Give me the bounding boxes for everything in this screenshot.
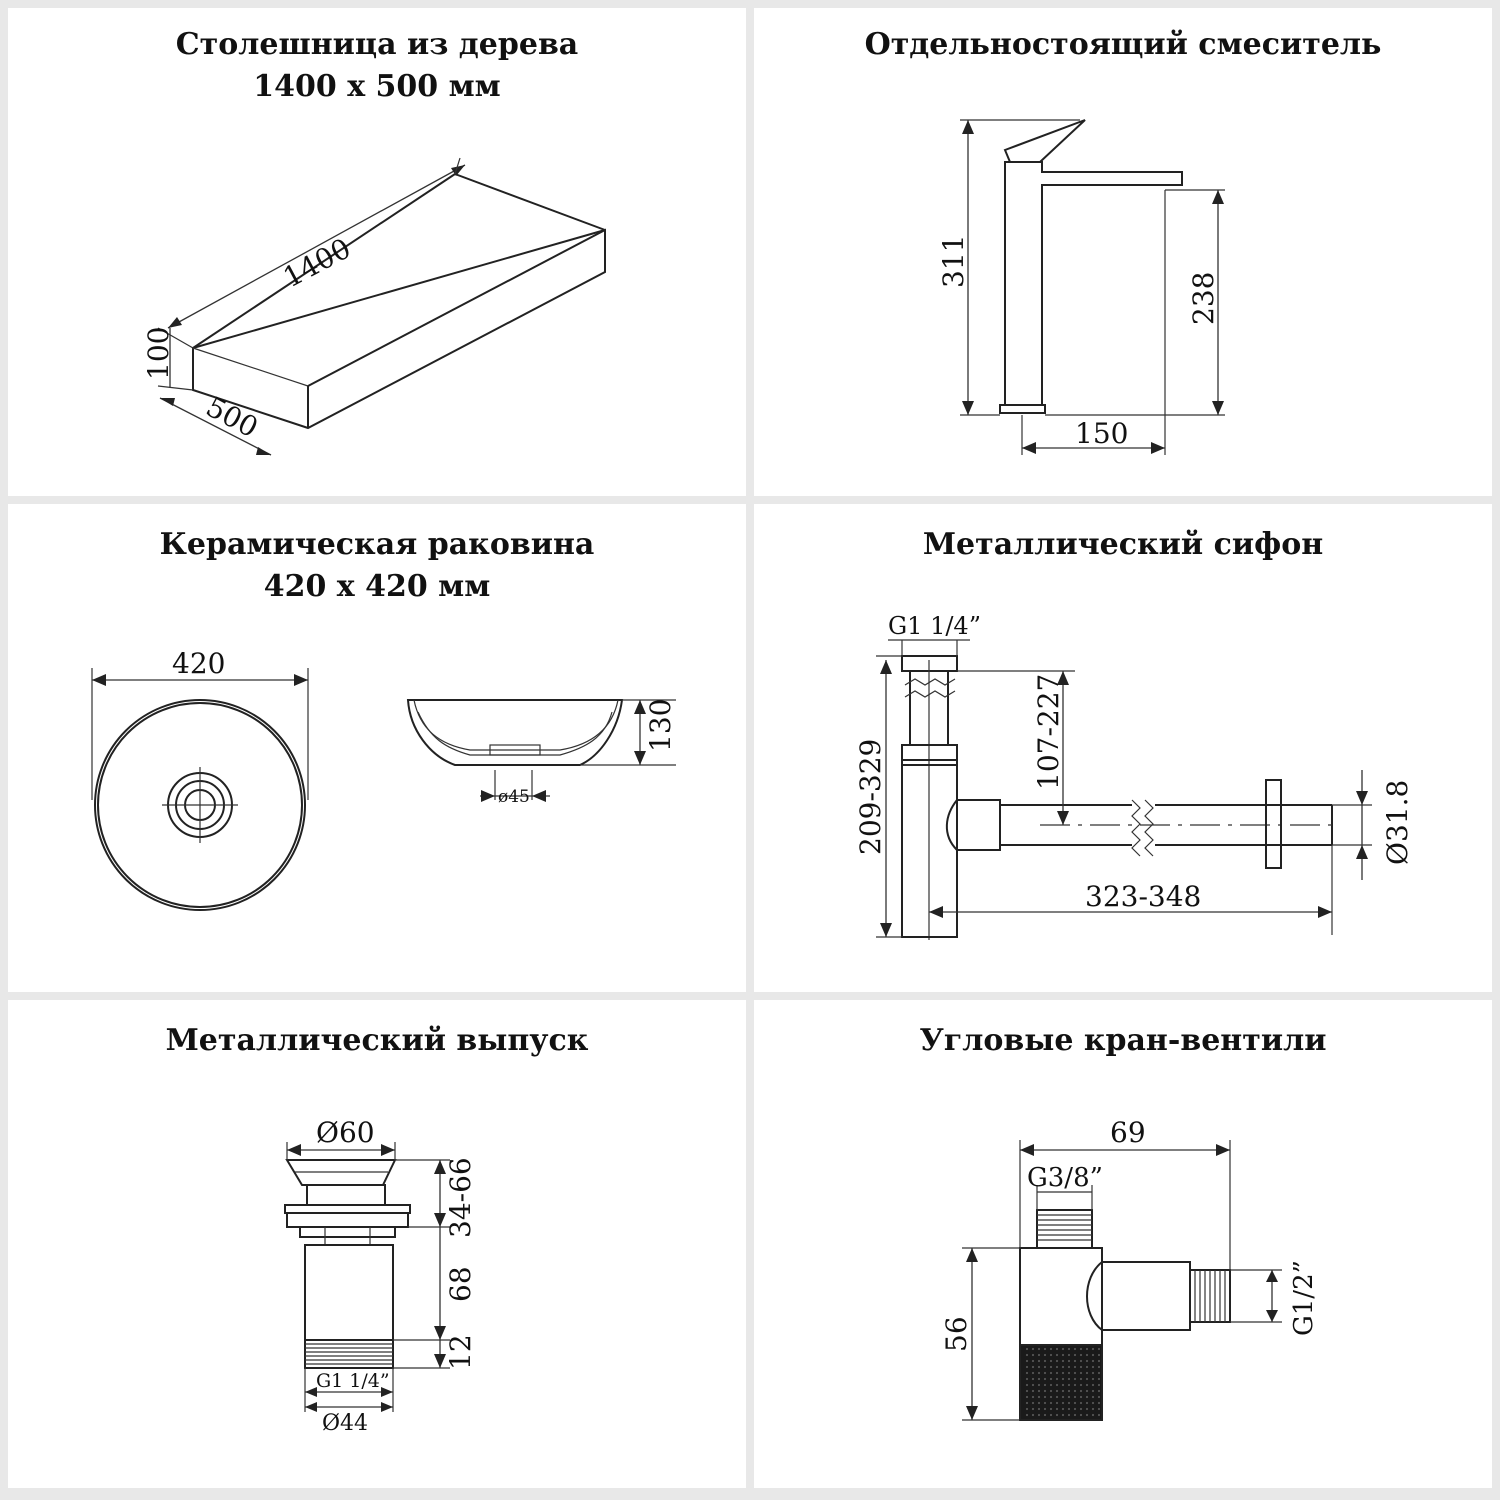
sink-drawing: 420 130 ø45	[91, 647, 677, 911]
valve-inlet-thread-label: G3/8”	[1027, 1163, 1103, 1193]
siphon-adjust-label: 107-227	[1032, 674, 1065, 790]
valve-outlet-thread-label: G1/2”	[1289, 1260, 1319, 1336]
valve-inlet-thread	[1036, 1209, 1093, 1249]
sink-title: Керамическая раковина 420 х 420 мм	[159, 527, 595, 604]
valve-drawing: 69 G3/8” 56 G1/2”	[940, 1116, 1319, 1421]
length-label: 1400	[278, 232, 356, 295]
valve-width-label: 69	[1110, 1116, 1146, 1149]
countertop-drawing: 1400 100 500	[142, 157, 606, 456]
siphon-thread-label: G1 1/4”	[888, 612, 981, 640]
drain-thread-label: G1 1/4”	[316, 1370, 390, 1392]
drain-drawing: Ø60 34-66 68 12 G1 1/4” Ø44	[284, 1116, 477, 1436]
sink-top-view	[94, 699, 306, 911]
siphon-drawing: G1 1/4”	[854, 612, 1414, 940]
panel-drain: Металлический выпуск	[8, 1000, 746, 1488]
length-dim-line	[167, 164, 466, 329]
valve-knurled-handle	[1019, 1344, 1103, 1421]
height-label: 100	[142, 327, 175, 380]
drain-thread	[304, 1339, 394, 1369]
drain-flange	[286, 1212, 409, 1228]
panel-valve: Угловые кран-вентили	[754, 1000, 1492, 1488]
depth-dim-line	[159, 397, 272, 456]
drain-range-label: 34-66	[444, 1157, 477, 1238]
drain-size-label: ø45	[498, 787, 530, 807]
siphon-height-label: 209-329	[854, 739, 887, 855]
spout-reach-label: 150	[1075, 417, 1128, 450]
drain-title: Металлический выпуск	[165, 1023, 589, 1058]
siphon-wall-flange	[1265, 779, 1282, 869]
panel-sink: Керамическая раковина 420 х 420 мм 420	[8, 504, 746, 992]
panel-countertop: Столешница из дерева 1400 х 500 мм 1400 …	[8, 8, 746, 496]
countertop-slab	[192, 228, 606, 430]
siphon-pipe-diameter-label: Ø31.8	[1381, 780, 1414, 865]
valve-title: Угловые кран-вентили	[919, 1023, 1327, 1058]
total-height-label: 311	[937, 235, 970, 288]
siphon-elbow	[945, 799, 1001, 851]
faucet-body	[1004, 161, 1183, 406]
drain-top-diameter-label: Ø60	[316, 1116, 375, 1149]
siphon-body	[901, 744, 958, 938]
faucet-drawing: 311 238 150	[937, 119, 1225, 455]
drain-thread-height-label: 12	[444, 1334, 477, 1370]
panel-siphon: Металлический сифон G1 1/4”	[754, 504, 1492, 992]
sink-height-label: 130	[644, 699, 677, 752]
panel-faucet: Отдельностоящий смеситель 311 238	[754, 8, 1492, 496]
siphon-length-label: 323-348	[1085, 880, 1201, 913]
drain-bottom-diameter-label: Ø44	[322, 1411, 368, 1436]
sink-diameter-label: 420	[172, 647, 225, 680]
drain-body	[304, 1244, 394, 1341]
spout-height-label: 238	[1187, 272, 1220, 325]
drain-body-label: 68	[444, 1266, 477, 1302]
countertop-title: Столешница из дерева 1400 х 500 мм	[175, 27, 579, 104]
valve-height-label: 56	[940, 1316, 973, 1352]
faucet-title: Отдельностоящий смеситель	[864, 27, 1382, 62]
faucet-handle	[1003, 119, 1086, 163]
depth-label: 500	[201, 390, 264, 444]
siphon-title: Металлический сифон	[922, 527, 1324, 562]
